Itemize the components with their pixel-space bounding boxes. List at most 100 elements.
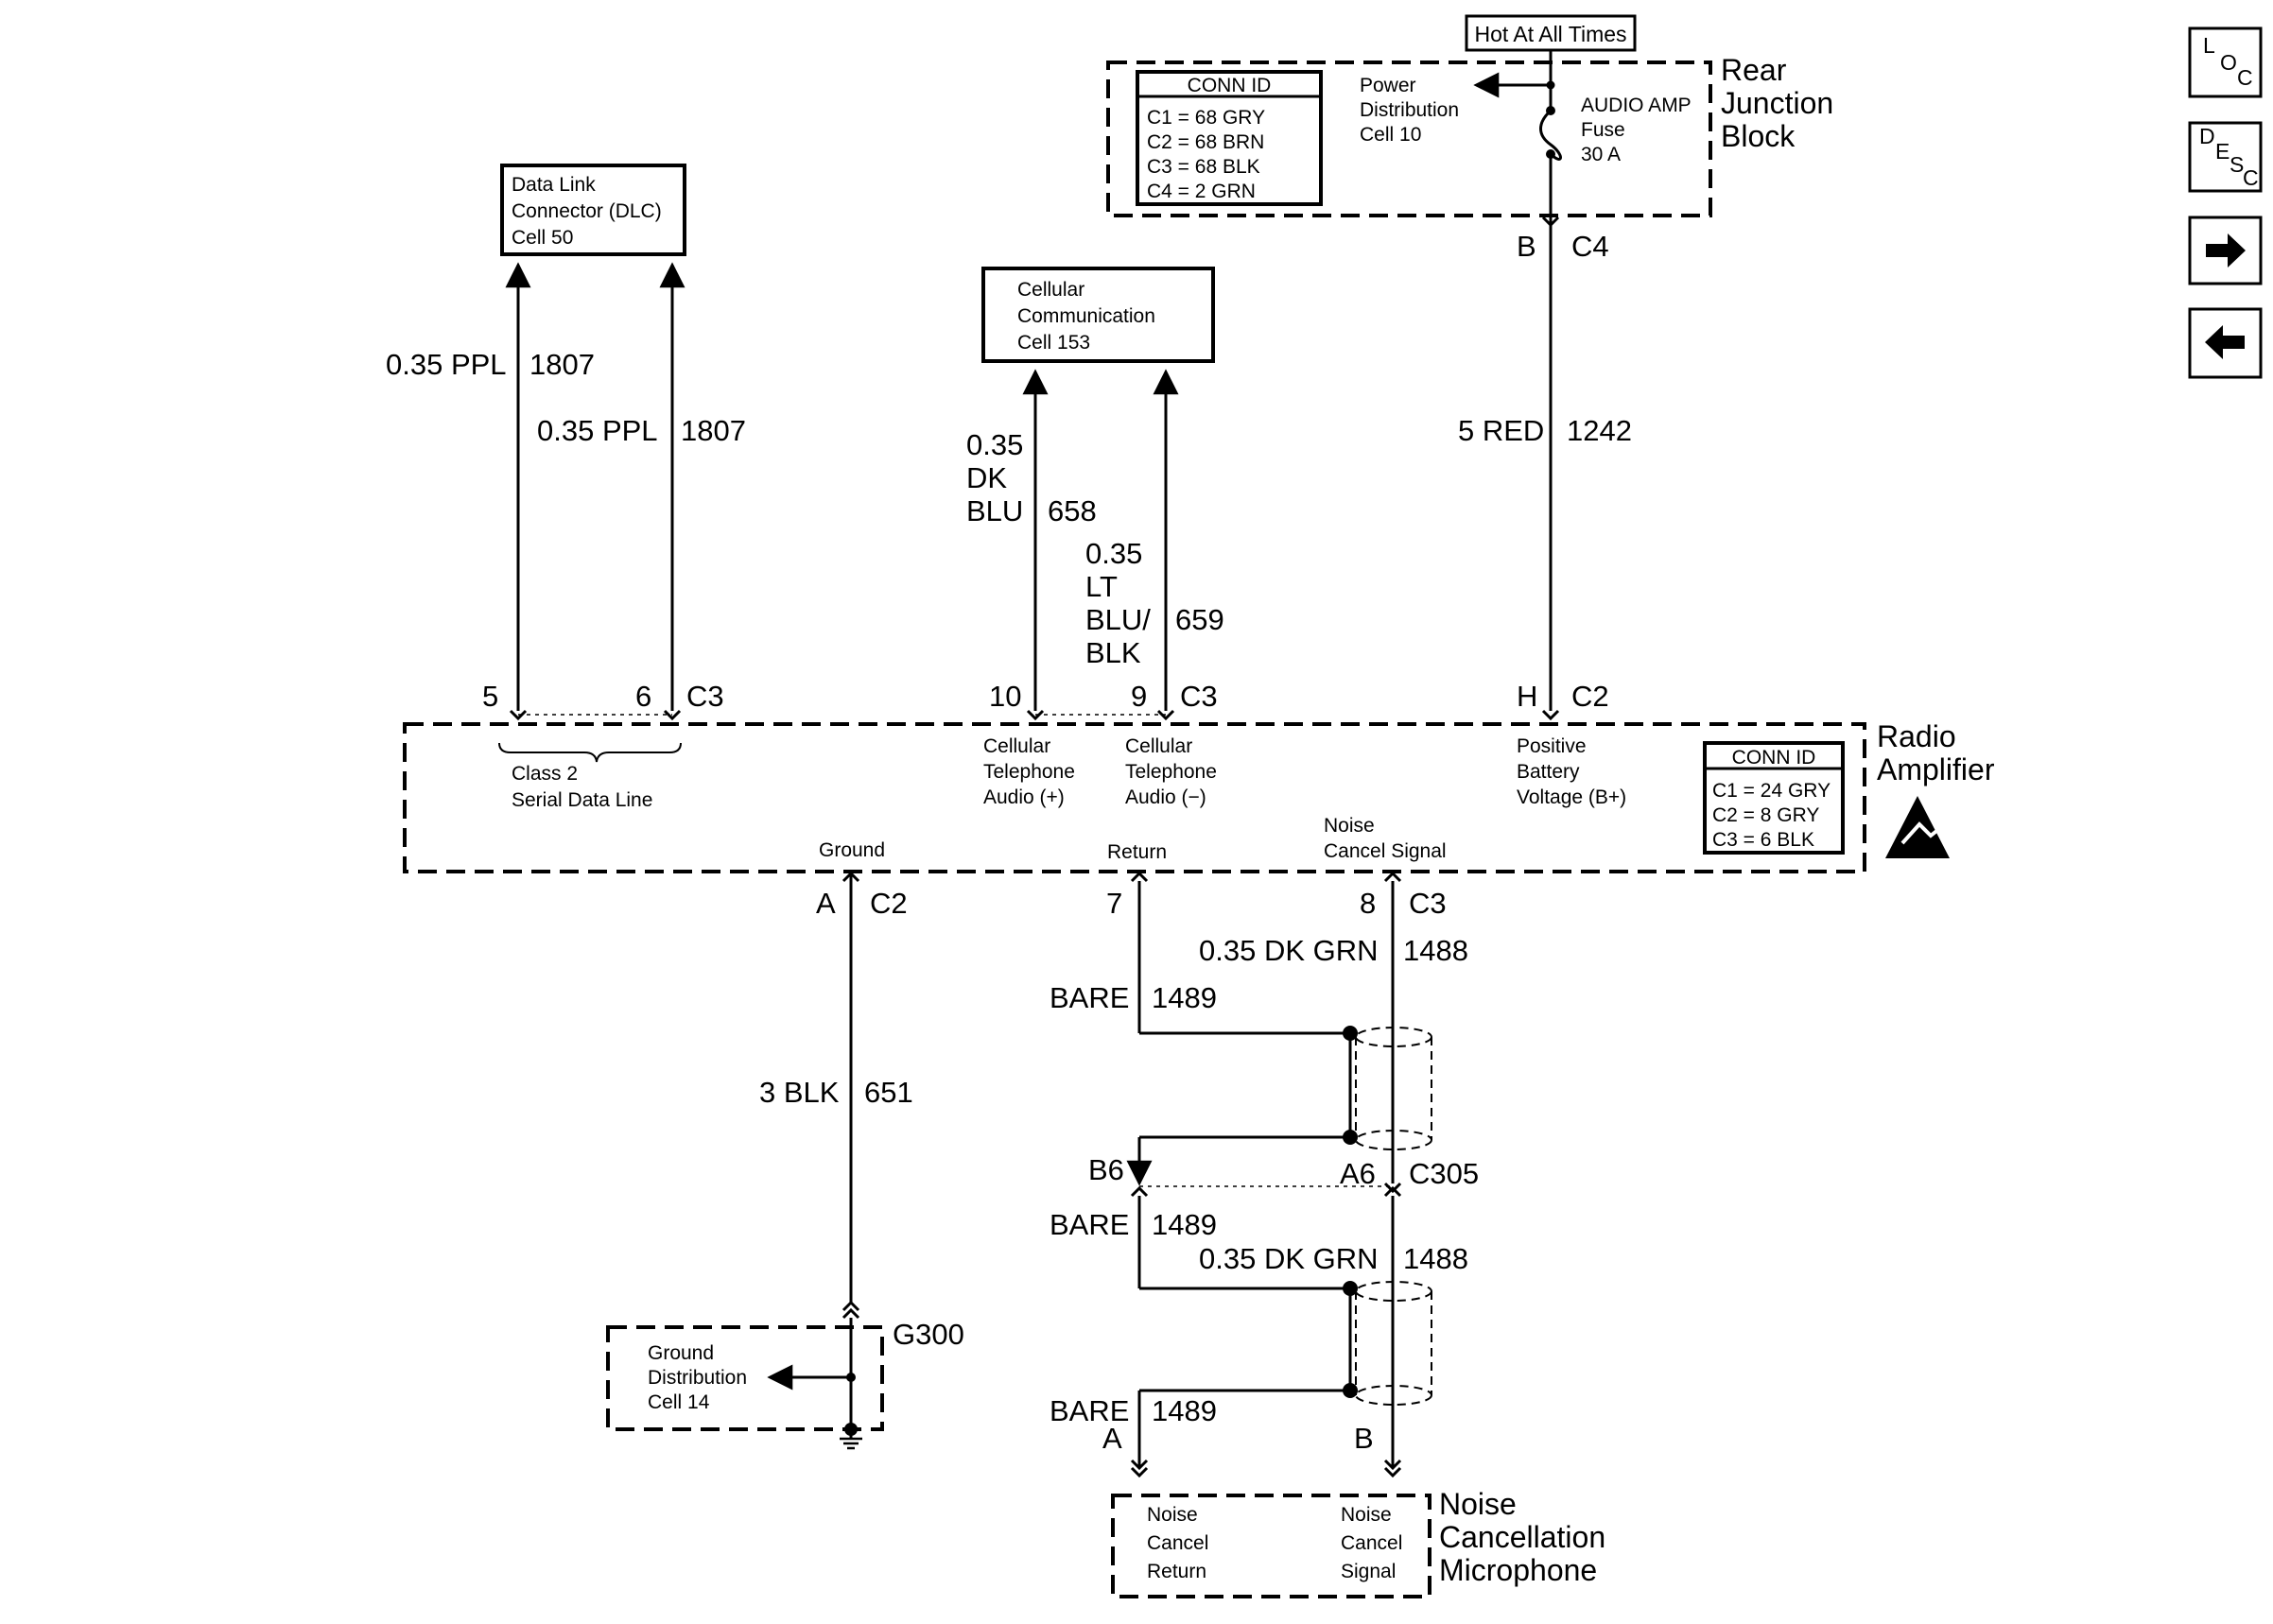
pin-a6: A6 xyxy=(1340,1157,1376,1190)
microphone-title: Cancellation xyxy=(1439,1520,1605,1554)
cellular-label: Communication xyxy=(1017,305,1155,327)
pin-7: 7 xyxy=(1106,887,1122,920)
positive-battery-label: Battery xyxy=(1517,761,1580,783)
rjb-title-2: Junction xyxy=(1721,86,1833,120)
wire-1807-a-color: 0.35 PPL xyxy=(386,348,507,381)
desc-button[interactable]: D E S C xyxy=(2188,121,2263,193)
ground-dist-label: Cell 14 xyxy=(648,1391,710,1413)
return-label: Return xyxy=(1107,841,1167,863)
fuse-icon xyxy=(1539,109,1562,161)
class2-brace xyxy=(498,742,682,763)
power-dist-label: Power xyxy=(1360,75,1416,96)
pin-a: A xyxy=(1102,1422,1122,1455)
radio-amp-conn-line: C2 = 8 GRY xyxy=(1712,804,1819,826)
power-dist-label: Distribution xyxy=(1360,99,1459,121)
mic-signal-label: Signal xyxy=(1341,1561,1396,1582)
svg-text:Hot At All Times: Hot At All Times xyxy=(1474,22,1626,46)
dlc-component: Data Link Connector (DLC) Cell 50 xyxy=(500,164,686,256)
wire-1488-a-color: 0.35 DK GRN xyxy=(1199,934,1379,967)
upper-wires xyxy=(505,216,1560,721)
wire-1488-b-color: 0.35 DK GRN xyxy=(1199,1242,1379,1275)
dlc-label: Connector (DLC) xyxy=(512,200,662,222)
pin-b6: B6 xyxy=(1088,1153,1124,1186)
cell-audio-minus-label: Audio (−) xyxy=(1125,786,1206,808)
wire-1489-c-color: BARE xyxy=(1050,1394,1129,1427)
arrow-left-icon xyxy=(2205,325,2245,359)
class2-label: Class 2 xyxy=(512,763,578,785)
class2-label: Serial Data Line xyxy=(512,789,652,811)
pin-10: 10 xyxy=(989,680,1021,713)
radio-amp-title-1: Radio xyxy=(1877,719,1956,753)
wire-658-color: 0.35 xyxy=(966,428,1023,461)
pin-h: H xyxy=(1517,680,1537,713)
radio-amp-conn-line: C3 = 6 BLK xyxy=(1712,829,1814,851)
pin-5: 5 xyxy=(482,680,498,713)
next-page-button[interactable] xyxy=(2188,216,2263,285)
noise-cancel-signal-label: Cancel Signal xyxy=(1324,840,1447,862)
ground-dist-label: Distribution xyxy=(648,1367,747,1389)
arrow-right-icon xyxy=(2206,233,2246,268)
wire-1489-a-color: BARE xyxy=(1050,981,1129,1014)
wire-1242-color: 5 RED xyxy=(1458,414,1544,447)
wire-1807-b-circuit: 1807 xyxy=(681,414,746,447)
connector-c3: C3 xyxy=(1409,887,1447,920)
wire-659-color: BLU/ xyxy=(1085,603,1151,636)
pin-8: 8 xyxy=(1360,887,1376,920)
connector-c2: C2 xyxy=(870,887,908,920)
connector-c2: C2 xyxy=(1571,680,1609,713)
mic-return-label: Cancel xyxy=(1147,1532,1208,1554)
mic-return-label: Return xyxy=(1147,1561,1206,1582)
wire-659-color: LT xyxy=(1085,570,1118,603)
cell-audio-minus-label: Telephone xyxy=(1125,761,1217,783)
cellular-label: Cellular xyxy=(1017,279,1084,301)
esd-warning-icon xyxy=(1885,796,1950,858)
cell-audio-plus-label: Audio (+) xyxy=(983,786,1065,808)
pin-a: A xyxy=(816,887,836,920)
mic-signal-label: Noise xyxy=(1341,1504,1392,1526)
wire-658-color: DK xyxy=(966,461,1007,494)
noise-cancellation-microphone: Noise Cancellation Microphone Noise Canc… xyxy=(1111,1487,1605,1598)
wire-659-circuit: 659 xyxy=(1175,603,1224,636)
pin-6: 6 xyxy=(635,680,651,713)
loc-button[interactable]: L O C xyxy=(2188,26,2263,98)
desc-letter-c: C xyxy=(2243,165,2259,190)
fuse-label: 30 A xyxy=(1581,144,1621,165)
lower-wires xyxy=(842,871,1432,1478)
loc-letter-c: C xyxy=(2237,65,2253,90)
microphone-title: Microphone xyxy=(1439,1553,1597,1587)
wire-659-color: BLK xyxy=(1085,636,1141,669)
previous-page-button[interactable] xyxy=(2188,307,2263,379)
mic-signal-label: Cancel xyxy=(1341,1532,1402,1554)
rjb-conn-line: C4 = 2 GRN xyxy=(1147,181,1256,202)
wire-1807-a-circuit: 1807 xyxy=(529,348,595,381)
desc-letter-s: S xyxy=(2230,152,2244,177)
wire-1489-c-circuit: 1489 xyxy=(1152,1394,1217,1427)
wire-1489-b-circuit: 1489 xyxy=(1152,1208,1217,1241)
loc-letter-l: L xyxy=(2203,33,2215,58)
positive-battery-label: Positive xyxy=(1517,735,1587,757)
ground-dist-label: Ground xyxy=(648,1342,714,1364)
cellular-component: Cellular Communication Cell 153 xyxy=(981,267,1215,363)
positive-battery-label: Voltage (B+) xyxy=(1517,786,1626,808)
fuse-label: Fuse xyxy=(1581,119,1625,141)
connector-c3: C3 xyxy=(1180,680,1218,713)
rjb-title-3: Block xyxy=(1721,119,1796,153)
pin-b: B xyxy=(1354,1422,1374,1455)
rjb-conn-line: C3 = 68 BLK xyxy=(1147,156,1260,178)
cell-audio-minus-label: Cellular xyxy=(1125,735,1192,757)
ground-symbol-icon xyxy=(840,1429,862,1450)
connector-c3: C3 xyxy=(686,680,724,713)
hot-at-all-times-label: Hot At All Times xyxy=(1465,14,1637,52)
rjb-conn-id-table: CONN ID C1 = 68 GRY C2 = 68 BRN C3 = 68 … xyxy=(1136,70,1323,206)
wire-658-circuit: 658 xyxy=(1048,494,1097,527)
rjb-title-1: Rear xyxy=(1721,53,1787,87)
rear-junction-block: Rear Junction Block CONN ID C1 = 68 GRY … xyxy=(1106,53,1833,217)
rjb-conn-line: C1 = 68 GRY xyxy=(1147,107,1265,129)
power-dist-label: Cell 10 xyxy=(1360,124,1421,146)
cellular-label: Cell 153 xyxy=(1017,332,1090,354)
wire-1488-b-circuit: 1488 xyxy=(1403,1242,1468,1275)
rjb-conn-id-header: CONN ID xyxy=(1188,75,1272,96)
noise-cancel-signal-label: Noise xyxy=(1324,815,1375,837)
desc-letter-e: E xyxy=(2215,139,2230,164)
